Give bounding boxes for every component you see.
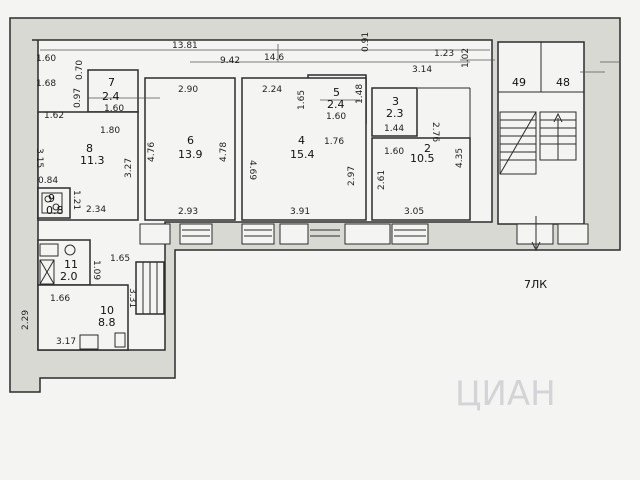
room-8-dim-2: 3.15 <box>34 148 44 168</box>
room-2-number: 2 <box>424 142 431 155</box>
room-7-dim-0: 1.60 <box>104 104 124 114</box>
staircase <box>499 111 577 252</box>
room-4-dim-4: 3.91 <box>290 207 310 217</box>
room-3-dim-0: 1.44 <box>384 124 404 134</box>
room-4-number: 4 <box>298 134 305 147</box>
room-4-dim-3: 2.97 <box>347 166 357 186</box>
room-9-area: 0.8 <box>46 204 64 217</box>
room-11-dim-2: 2.34 <box>86 205 106 215</box>
room-6-dim-0: 2.90 <box>178 85 198 95</box>
room-10-dim-2: 2.29 <box>21 310 31 330</box>
room-10-area: 8.8 <box>98 316 116 329</box>
room-11-dim-1: 1.65 <box>110 254 130 264</box>
room-8-dim-5: 1.60 <box>36 54 56 64</box>
room-8-dim-3: 1.62 <box>44 111 64 121</box>
watermark: ЦИАН <box>455 374 556 414</box>
top-dim-4: 3.14 <box>412 65 432 75</box>
room-2-dim-3: 3.05 <box>404 207 424 217</box>
room-9-number: 9 <box>48 192 55 205</box>
top-dimension-lines <box>40 44 620 101</box>
room-7-number: 7 <box>108 76 115 89</box>
top-dim-1: 9.42 <box>220 56 240 66</box>
room-10-dim-0: 1.66 <box>50 294 70 304</box>
room-7 <box>87 69 139 113</box>
radiator-fixture <box>114 332 126 348</box>
room-7-dim-1: 0.97 <box>73 88 83 108</box>
room-5-dim-2: 1.48 <box>355 84 365 104</box>
room-5-dim-1: 1.60 <box>326 112 346 122</box>
top-dim-3: 0.91 <box>361 32 371 52</box>
room-6-dim-2: 4.78 <box>219 142 229 162</box>
room-6 <box>144 77 236 221</box>
room-11-number: 11 <box>64 258 78 271</box>
room-4-dim-2: 4.69 <box>247 160 257 180</box>
room-2-dim-0: 1.60 <box>384 147 404 157</box>
room-3-dim-1: 2.76 <box>430 122 440 142</box>
sink-fixture <box>39 243 59 257</box>
kitchen-sink-fixture <box>79 334 99 350</box>
room-11-dim-0: 1.09 <box>91 260 101 280</box>
room-4-dim-1: 1.76 <box>324 137 344 147</box>
toilet-fixture <box>64 244 76 256</box>
room-8-dim-0: 1.80 <box>100 126 120 136</box>
room-10-dim-1: 3.31 <box>127 288 137 308</box>
room-2-dim-1: 2.61 <box>377 170 387 190</box>
room-3-area: 2.3 <box>386 107 404 120</box>
room-6-number: 6 <box>187 134 194 147</box>
room-2-dim-2: 4.35 <box>455 148 465 168</box>
room-4-area: 15.4 <box>290 148 315 161</box>
stove-fixture <box>41 192 63 214</box>
room-9-dim-1: 1.21 <box>71 190 81 210</box>
room-7-area: 2.4 <box>102 90 120 103</box>
room-5-dim-0: 1.65 <box>297 90 307 110</box>
room-8-dim-4: 1.68 <box>36 79 56 89</box>
room-6-dim-3: 2.93 <box>178 207 198 217</box>
room-49-number: 49 <box>512 76 526 89</box>
room-11-area: 2.0 <box>60 270 78 283</box>
room-8-number: 8 <box>86 142 93 155</box>
top-dim-7: 1.02 <box>461 48 471 68</box>
room-10-number: 10 <box>100 304 114 317</box>
top-dim-5: 1.23 <box>434 49 454 59</box>
room-10-dim-3: 3.17 <box>56 337 76 347</box>
top-dim-0: 13.81 <box>172 41 198 51</box>
room-4 <box>241 77 367 221</box>
stair-label: 7ЛК <box>524 278 547 291</box>
room-8-area: 11.3 <box>80 154 105 167</box>
room-2-area: 10.5 <box>410 152 435 165</box>
top-dim-6: 0.70 <box>75 60 85 80</box>
room-5-area: 2.4 <box>327 98 345 111</box>
room-5-number: 5 <box>333 86 340 99</box>
room-6-dim-1: 4.76 <box>147 142 157 162</box>
room-8-dim-1: 3.27 <box>124 158 134 178</box>
room-3 <box>371 87 418 137</box>
room-2 <box>371 137 471 221</box>
room-48-number: 48 <box>556 76 570 89</box>
top-dim-2: 14.6 <box>264 53 284 63</box>
room-9-dim-0: 0.84 <box>38 176 58 186</box>
room-4-dim-0: 2.24 <box>262 85 282 95</box>
room-6-area: 13.9 <box>178 148 203 161</box>
room-3-number: 3 <box>392 95 399 108</box>
